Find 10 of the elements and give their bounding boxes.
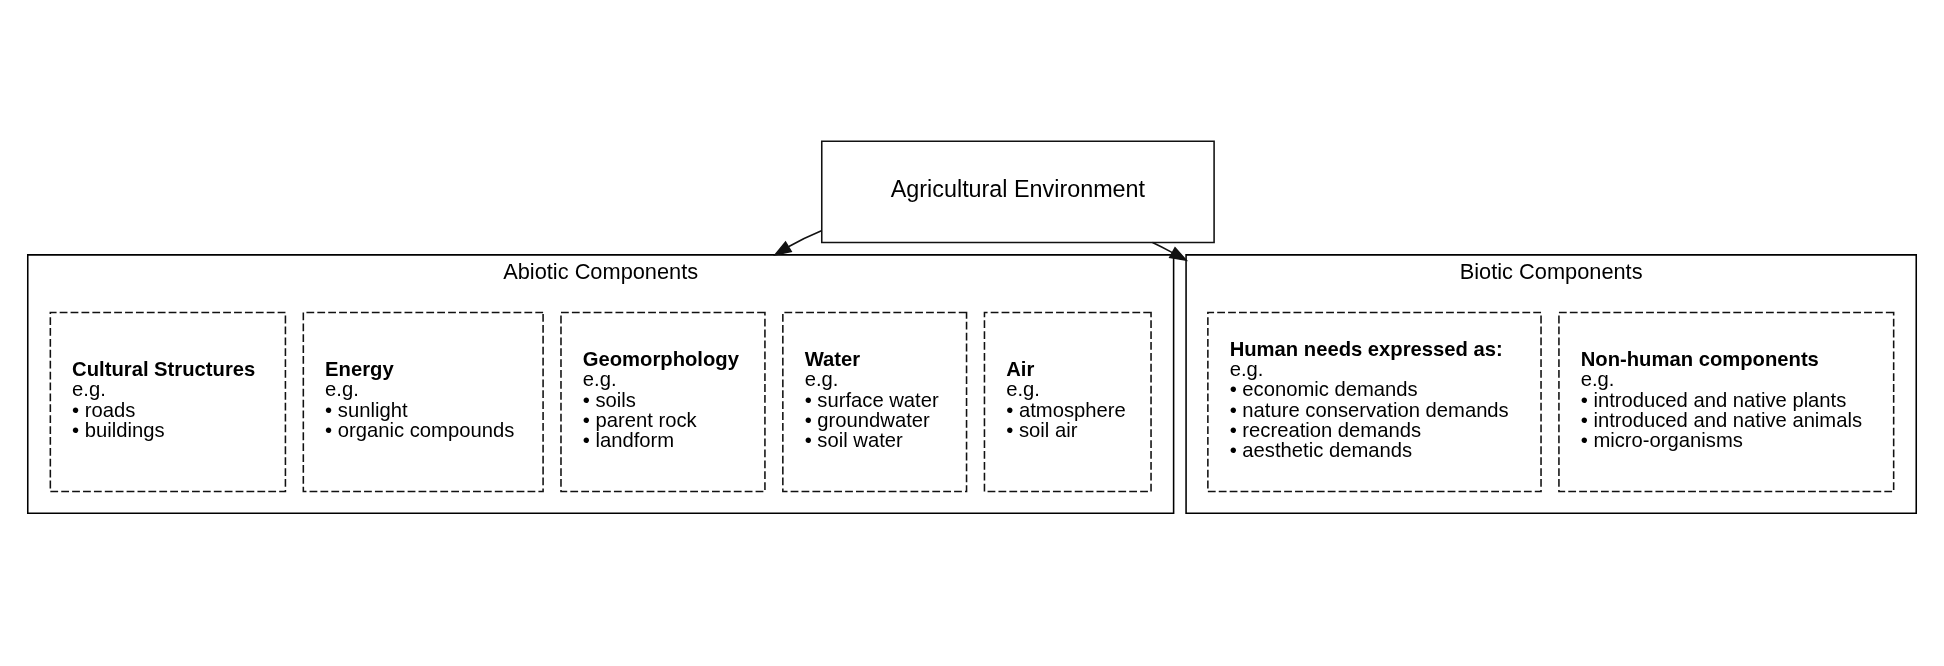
node-box: Agricultural Environment — [821, 139, 1215, 243]
node-box: Human needs expressed as: e.g. • economic demands • nature conservation demands • recreation demands • aesthetic demands — [1207, 311, 1542, 492]
node-box: Energy e.g. • sunlight • organic compounds — [302, 311, 544, 492]
node-box: Cultural Structures e.g. • roads • buildings — [49, 311, 287, 492]
arrow — [773, 229, 823, 256]
node-box: Non-human components e.g. • introduced and native plants • introduced and native animals • micro-organisms — [1558, 311, 1895, 492]
node-box: Water e.g. • surface water • groundwater • soil water — [782, 311, 968, 492]
node-box: Air e.g. • atmosphere • soil air — [983, 311, 1152, 492]
arrow — [1151, 241, 1189, 261]
node-box: Geomorphology e.g. • soils • parent rock • landform — [560, 311, 766, 492]
